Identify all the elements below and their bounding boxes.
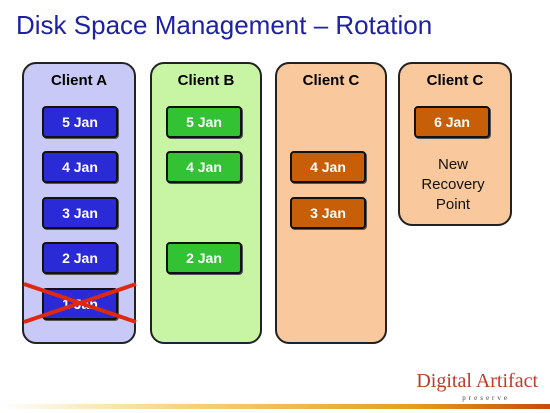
new-recovery-point-note: New Recovery Point bbox=[421, 156, 485, 213]
client-b-column: Client B bbox=[150, 62, 262, 344]
digital-artifact-logo: Digital Artifact preserve bbox=[416, 370, 538, 402]
client-c-new-header: Client C bbox=[426, 72, 484, 89]
footer-gradient-bar bbox=[0, 404, 550, 409]
client-c-header: Client C bbox=[302, 72, 360, 89]
delete-cross-icon bbox=[23, 282, 137, 324]
client-a-backup-5jan: 5 Jan bbox=[42, 106, 118, 138]
slide-title: Disk Space Management – Rotation bbox=[16, 10, 433, 40]
logo-first-word: Digital bbox=[416, 370, 472, 392]
client-c-new-column: Client C bbox=[398, 62, 512, 226]
client-c-backup-6jan: 6 Jan bbox=[414, 106, 490, 138]
client-c-backup-4jan: 4 Jan bbox=[290, 151, 366, 183]
client-b-header: Client B bbox=[177, 72, 235, 89]
client-a-backup-3jan: 3 Jan bbox=[42, 197, 118, 229]
client-b-backup-4jan: 4 Jan bbox=[166, 151, 242, 183]
client-a-backup-4jan: 4 Jan bbox=[42, 151, 118, 183]
client-a-backup-2jan: 2 Jan bbox=[42, 242, 118, 274]
logo-second-word: Artifact bbox=[475, 370, 538, 392]
client-c-backup-3jan: 3 Jan bbox=[290, 197, 366, 229]
logo-tagline: preserve bbox=[462, 394, 510, 402]
client-b-backup-5jan: 5 Jan bbox=[166, 106, 242, 138]
client-a-header: Client A bbox=[50, 72, 108, 89]
client-b-backup-2jan: 2 Jan bbox=[166, 242, 242, 274]
